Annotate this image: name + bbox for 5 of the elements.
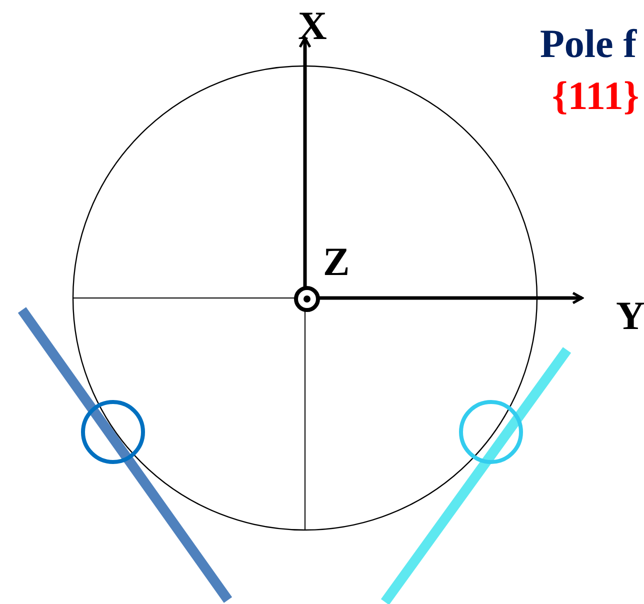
plane-label: {111} xyxy=(552,76,640,116)
axis-label: X xyxy=(298,6,327,46)
axis-label: Z xyxy=(323,242,350,282)
axis-label: Y xyxy=(616,296,644,336)
title-text: Pole f xyxy=(540,24,637,64)
